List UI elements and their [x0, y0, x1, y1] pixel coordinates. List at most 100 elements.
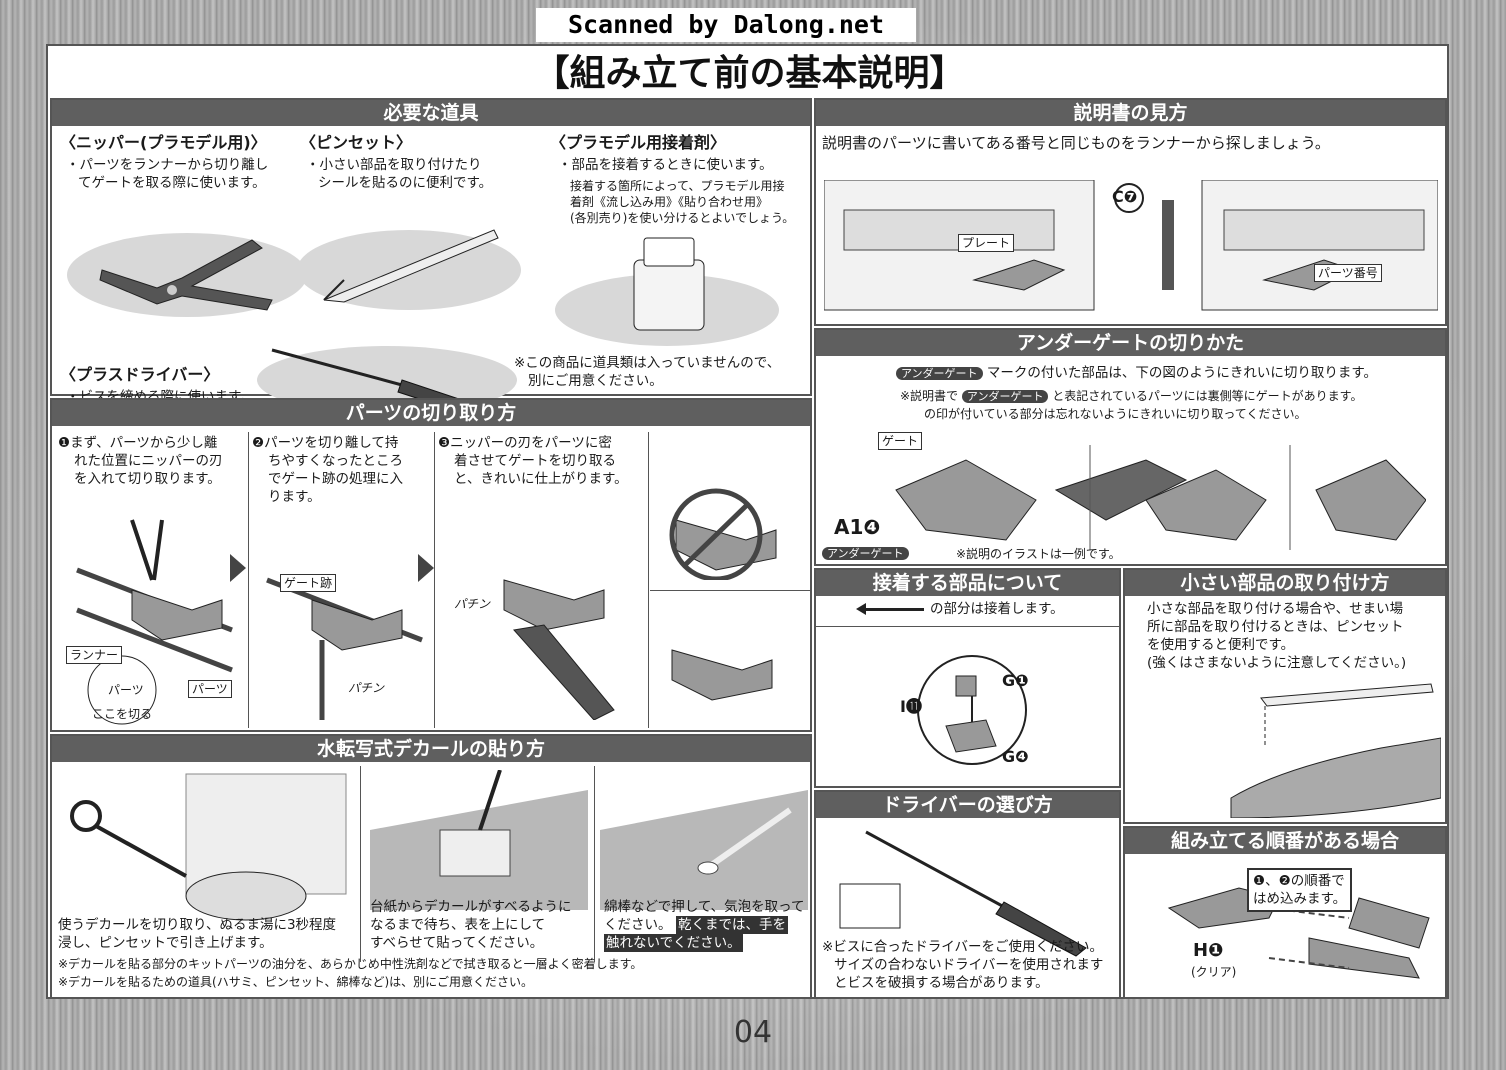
cutting-step3-illustration — [503, 579, 615, 720]
howto-illustration — [824, 180, 1438, 311]
label-g1: G❶ — [1002, 671, 1029, 690]
undergate-line-3: の印が付いている部分は忘れないようにきれいに切り取ってください。 — [924, 407, 1307, 421]
undergate-line-2b: と表記されているパーツには裏側等にゲートがあります。 — [1052, 389, 1363, 403]
cutting-step-3c: と、きれいに仕上がります。 — [454, 471, 628, 487]
glue-title: 〈プラモデル用接着剤〉 — [550, 133, 727, 152]
nipper-illustration — [67, 233, 307, 317]
glue-arrow-icon — [864, 608, 924, 611]
howto-section: 説明書の見方 説明書のパーツに書いてある番号と同じものをランナーから探しましょう… — [814, 98, 1447, 326]
label-snap-1: パチン — [348, 681, 385, 695]
order-header: 組み立てる順番がある場合 — [1125, 828, 1445, 854]
undergate-line-1-text: マークの付いた部品は、下の図のようにきれいに切り取ります。 — [986, 365, 1378, 381]
decal-divider-2 — [594, 766, 595, 962]
clean-part-illustration — [671, 649, 773, 701]
decal-section: 水転写式デカールの貼り方 使うデカールを切り取り、ぬるま湯に3秒程度 浸し、ピン… — [50, 734, 812, 999]
glue-parts-section: 接着する部品について の部分は接着します。 G❶ I⓫ G❹ — [814, 568, 1121, 788]
order-part-sub: (クリア) — [1191, 965, 1237, 979]
page-title: 【組み立て前の基本説明】 — [533, 53, 966, 94]
tweezer-desc-2: シールを貼るのに便利です。 — [318, 175, 493, 191]
undergate-line-2: ※説明書で アンダーゲート と表記されているパーツには裏側等にゲートがあります。 — [900, 388, 1362, 405]
label-snap-2: パチン — [454, 597, 491, 611]
cutting-step-1c: を入れて切り取ります。 — [74, 471, 221, 487]
driver-note-3: とビスを破損する場合があります。 — [834, 975, 1049, 991]
howto-callout: C❼ — [1112, 187, 1138, 206]
glue-note-1: 接着する箇所によって、プラモデル用接 — [570, 179, 785, 193]
decal-caption-3d: 触れないでください。 — [604, 934, 743, 952]
cutting-step-1a: ❶まず、パーツから少し離 — [58, 435, 218, 451]
driver-note-2: サイズの合わないドライバーを使用されます — [834, 957, 1104, 973]
undergate-part-tag: アンダーゲート — [822, 547, 909, 560]
undergate-illustration — [895, 445, 1426, 550]
decal-divider-1 — [360, 766, 361, 962]
tools-section: 必要な道具 〈ニッパー(プラモデル用)〉 ・パーツをランナーから切り離し てゲー… — [50, 98, 812, 420]
decal-note-2: ※デカールを貼るための道具(ハサミ、ピンセット、綿棒など)は、別にご用意ください… — [58, 975, 533, 989]
cutting-divider-3 — [648, 432, 649, 728]
undergate-part: A1❹ — [834, 515, 881, 539]
cutting-step2-illustration — [266, 577, 423, 720]
driver-header: ドライバーの選び方 — [816, 792, 1119, 818]
howto-description: 説明書のパーツに書いてある番号と同じものをランナーから探しましょう。 — [822, 134, 1330, 152]
driver-illustration — [839, 830, 1087, 957]
cutting-step-2a: ❷パーツを切り離して持 — [252, 435, 399, 451]
tools-not-included-2: 別にご用意ください。 — [528, 373, 663, 389]
label-parts-2: パーツ — [108, 683, 144, 697]
order-part: H❶ — [1193, 940, 1224, 961]
undergate-line-1: アンダーゲート マークの付いた部品は、下の図のようにきれいに切り取ります。 — [896, 364, 1377, 383]
cutting-step-1b: れた位置にニッパーの刃 — [74, 453, 223, 469]
decal-caption-3c: 乾くまでは、手を — [676, 916, 788, 934]
label-plate: プレート — [958, 234, 1015, 252]
decal-step3-illustration — [600, 790, 808, 910]
label-runner: ランナー — [66, 646, 123, 664]
order-box-line-2: はめ込みます。 — [1253, 891, 1347, 907]
tools-not-included-1: ※この商品に道具類は入っていませんので、 — [514, 355, 781, 371]
cutting-divider-1 — [248, 432, 249, 728]
glue-parts-description: の部分は接着します。 — [930, 601, 1064, 617]
decal-caption-1b: 浸し、ピンセットで引き上げます。 — [58, 935, 273, 951]
label-g4: G❹ — [1002, 747, 1029, 766]
undergate-note: ※説明のイラストは一例です。 — [956, 547, 1121, 561]
glue-parts-divider — [816, 626, 1119, 627]
cutting-step-2b: ちやすくなったところ — [268, 453, 403, 469]
decal-header: 水転写式デカールの貼り方 — [52, 736, 810, 762]
small-parts-illustration — [1230, 683, 1441, 818]
arrow-left-icon — [856, 603, 866, 615]
undergate-part-tag-row: アンダーゲート — [822, 544, 909, 563]
label-part-number: パーツ番号 — [1314, 264, 1382, 282]
cutting-section: パーツの切り取り方 ❶まず、パーツから少し離 れた位置にニッパーの刃 を入れて切… — [50, 398, 812, 732]
undergate-tag-inline: アンダーゲート — [961, 390, 1049, 403]
arrow-icon — [230, 554, 246, 582]
tweezer-desc-1: ・小さい部品を取り付けたり — [306, 157, 482, 173]
glue-desc-1: ・部品を接着するときに使います。 — [558, 157, 773, 173]
decal-caption-2c: すべらせて貼ってください。 — [370, 935, 544, 951]
cutting-divider-2 — [434, 432, 435, 728]
driver-title: 〈プラスドライバー〉 — [60, 365, 220, 384]
order-section: 組み立てる順番がある場合 ❶、❷の順番で はめ込みます。 H❶ (クリア) — [1123, 826, 1447, 999]
decal-step2-illustration — [370, 770, 588, 910]
cutting-step1-illustration — [76, 519, 233, 725]
glue-parts-header: 接着する部品について — [816, 570, 1119, 596]
prohibited-cut-illustration — [669, 488, 777, 580]
page-number: 04 — [733, 1015, 773, 1050]
tweezer-illustration — [297, 229, 521, 310]
driver-section: ドライバーの選び方 ※ビスに合ったドライバーをご使用ください。 サイズの合わない… — [814, 790, 1121, 999]
undergate-line-2a: ※説明書で — [900, 389, 959, 403]
cutting-header: パーツの切り取り方 — [52, 400, 810, 426]
decal-step1-illustration — [70, 773, 347, 921]
manual-sheet: 【組み立て前の基本説明】 必要な道具 〈ニッパー(プラモデル用)〉 ・パーツをラ… — [46, 44, 1449, 999]
decal-caption-2b: なるまで待ち、表を上にして — [370, 917, 546, 933]
label-i11: I⓫ — [900, 697, 922, 716]
scan-watermark: Scanned by Dalong.net — [536, 8, 916, 42]
order-box-line-1: ❶、❷の順番で — [1253, 873, 1345, 889]
cutting-step-2d: ります。 — [268, 489, 321, 505]
glue-note-2: 着剤《流し込み用》《貼り合わせ用》 — [570, 195, 769, 209]
small-parts-header: 小さい部品の取り付け方 — [1125, 570, 1445, 596]
decal-caption-3a: 綿棒などで押して、気泡を取って — [604, 899, 805, 915]
label-parts: パーツ — [188, 680, 232, 698]
small-parts-line-3: を使用すると便利です。 — [1147, 637, 1295, 653]
order-instruction-box: ❶、❷の順番で はめ込みます。 — [1247, 868, 1353, 912]
nipper-desc-1: ・パーツをランナーから切り離し — [66, 157, 269, 173]
undergate-section: アンダーゲートの切りかた アンダーゲート マークの付いた部品は、下の図のようにき… — [814, 328, 1447, 566]
tweezer-title: 〈ピンセット〉 — [300, 133, 413, 152]
tools-header: 必要な道具 — [52, 100, 810, 126]
cutting-divider-4 — [650, 590, 810, 591]
